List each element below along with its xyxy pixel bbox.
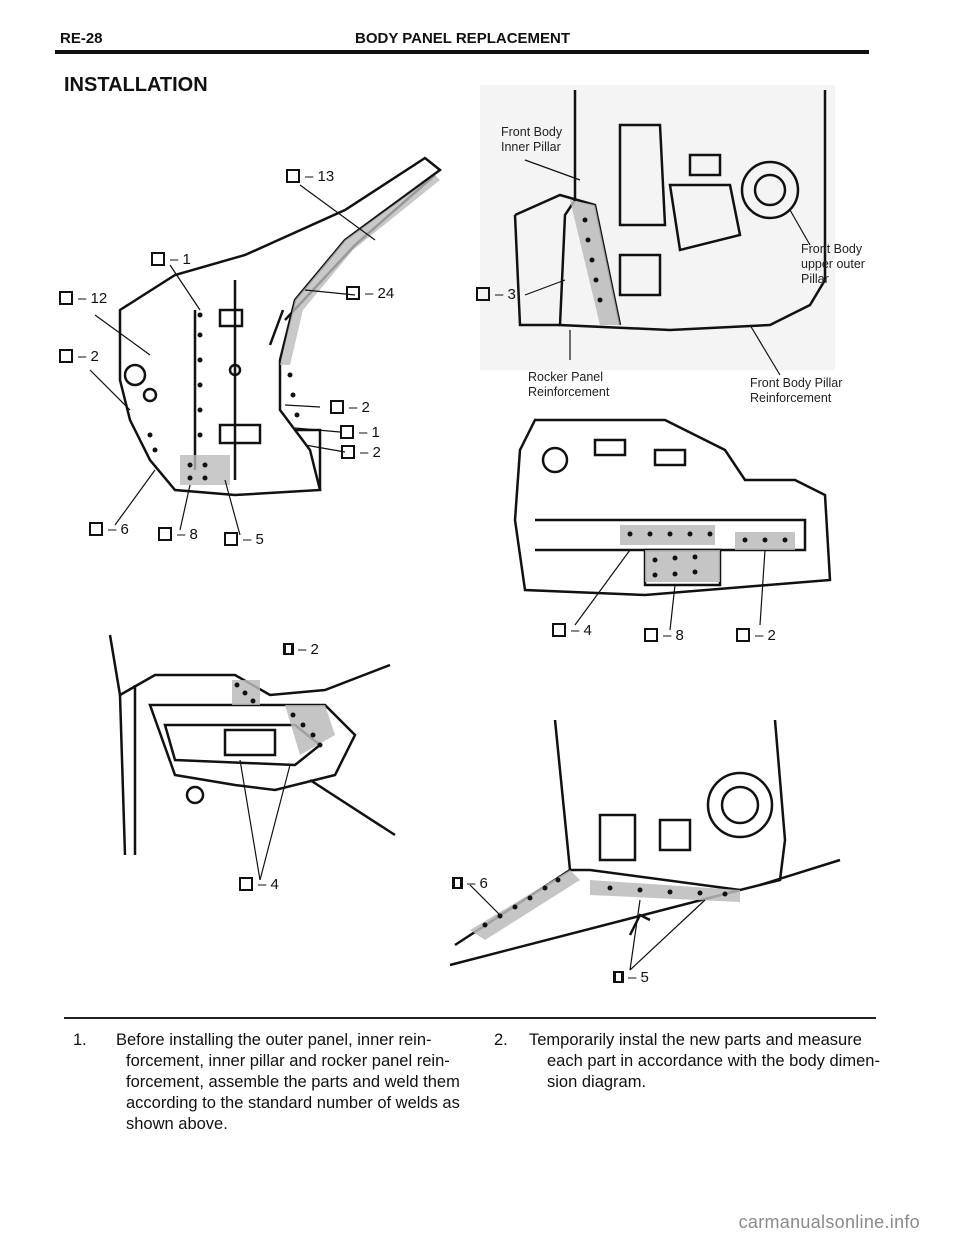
- weld-symbol: [239, 877, 253, 891]
- weld-label: – 8: [177, 526, 198, 543]
- label-front-body-upper-outer-3: Pillar: [801, 272, 829, 286]
- weld-symbols: [59, 169, 360, 546]
- page-number: RE-28: [60, 30, 103, 47]
- weld-label: – 5: [243, 531, 264, 548]
- page-header: RE-28 BODY PANEL REPLACEMENT: [60, 26, 870, 54]
- step-line: forcement, assemble the parts and weld t…: [126, 1073, 460, 1091]
- page-title: BODY PANEL REPLACEMENT: [355, 30, 571, 47]
- header-rule: [55, 50, 869, 54]
- weld-label: – 2: [755, 627, 776, 644]
- weld-label: – 3: [495, 286, 516, 303]
- label-rocker-panel-1: Rocker Panel: [528, 370, 603, 384]
- figure-lower-pillar: – 2 – 4: [95, 635, 405, 895]
- step-line: Temporarily instal the new parts and mea…: [529, 1031, 862, 1049]
- label-front-body-inner-pillar-2: Inner Pillar: [501, 140, 561, 154]
- figure-pillar-assembly: – 13 – 1 – 24 – 12 – 2 – 2 – 1 – 2 – 6 –…: [55, 150, 455, 550]
- weld-label: – 1: [170, 251, 191, 268]
- weld-label: – 1: [359, 424, 380, 441]
- step-line: Before installing the outer panel, inner…: [116, 1031, 432, 1049]
- step-line: each part in accordance with the body di…: [547, 1052, 880, 1070]
- step-line: sion diagram.: [547, 1073, 647, 1091]
- figure-rocker-floor-join: – 6 – 5: [440, 720, 860, 995]
- weld-symbol: [736, 628, 750, 642]
- weld-label: – 2: [78, 348, 99, 365]
- weld-symbol: [644, 628, 658, 642]
- weld-symbol: [552, 623, 566, 637]
- label-front-body-upper-outer-1: Front Body: [801, 242, 863, 256]
- label-front-body-pillar-reinf-2: Reinforcement: [750, 391, 832, 405]
- weld-label: – 2: [349, 399, 370, 416]
- weld-label: – 24: [365, 285, 394, 302]
- weld-symbol: [476, 287, 490, 301]
- weld-label: – 5: [628, 969, 649, 986]
- watermark: carmanualsonline.info: [738, 1212, 920, 1232]
- weld-label: – 2: [360, 444, 381, 461]
- weld-label: – 13: [305, 168, 334, 185]
- weld-label: – 6: [467, 875, 488, 892]
- step-number: 1.: [73, 1031, 87, 1049]
- step-line: forcement, inner pillar and rocker panel…: [126, 1052, 450, 1070]
- weld-label: – 4: [258, 876, 279, 893]
- weld-label: – 6: [108, 521, 129, 538]
- weld-label: – 8: [663, 627, 684, 644]
- step-line: according to the standard number of weld…: [126, 1094, 460, 1112]
- weld-label: – 12: [78, 290, 107, 307]
- section-title: INSTALLATION: [64, 74, 208, 96]
- weld-label: – 4: [571, 622, 592, 639]
- weld-label: – 2: [298, 641, 319, 658]
- footer-rule: [64, 1017, 876, 1019]
- step-number: 2.: [494, 1031, 508, 1049]
- label-front-body-upper-outer-2: upper outer: [801, 257, 865, 271]
- figure-rocker-reinforcement: – 4 – 8 – 2: [505, 410, 845, 650]
- label-front-body-inner-pillar-1: Front Body: [501, 125, 563, 139]
- step-line: shown above.: [126, 1115, 228, 1133]
- label-rocker-panel-2: Reinforcement: [528, 385, 610, 399]
- figure-front-body-pillar: Front Body Inner Pillar Front Body upper…: [470, 85, 880, 410]
- label-front-body-pillar-reinf-1: Front Body Pillar: [750, 376, 842, 390]
